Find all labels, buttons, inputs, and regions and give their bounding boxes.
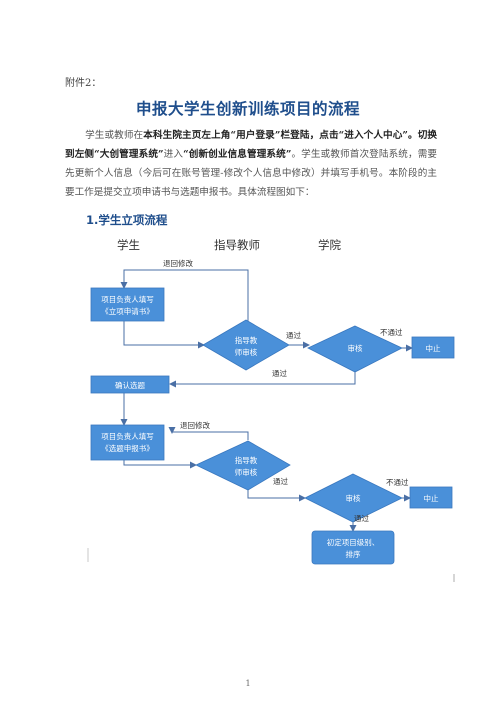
node-final-box bbox=[311, 530, 395, 565]
column-header-student: 学生 bbox=[117, 238, 140, 252]
edge-label-return-2: 退回修改 bbox=[180, 420, 210, 430]
section-heading: 1.学生立项流程 bbox=[86, 213, 168, 227]
edge-apply-review1 bbox=[123, 321, 205, 349]
node-final-label-2: 排序 bbox=[346, 549, 361, 559]
edge-label-pass-1: 通过 bbox=[286, 330, 301, 340]
node-audit2-label: 审核 bbox=[346, 493, 361, 503]
column-header-college: 学院 bbox=[318, 238, 341, 252]
edge-label-fail-1: 不通过 bbox=[380, 327, 403, 337]
edge-audit1-confirm bbox=[169, 372, 356, 388]
node-topic-label-1: 项目负责人填写 bbox=[101, 431, 154, 441]
node-apply-label-1: 项目负责人填写 bbox=[101, 294, 154, 304]
node-review2-diamond bbox=[195, 440, 291, 491]
node-topic-label-2: 《选题申报书》 bbox=[101, 443, 154, 453]
node-review1-diamond bbox=[202, 319, 290, 371]
edge-label-pass-1b: 通过 bbox=[272, 368, 287, 378]
node-stop2-box bbox=[409, 486, 453, 509]
node-apply-label-2: 《立项申请书》 bbox=[101, 306, 154, 316]
node-review1-label-2: 师审核 bbox=[235, 347, 258, 357]
node-final-label-1: 初定项目级别、 bbox=[327, 537, 380, 547]
node-confirm-label: 确认选题 bbox=[115, 380, 145, 390]
node-stop2-label: 中止 bbox=[424, 493, 439, 503]
edge-return-2 bbox=[168, 427, 249, 440]
edge-label-pass-2: 通过 bbox=[273, 476, 288, 486]
node-confirm-box bbox=[90, 375, 170, 394]
node-apply-box bbox=[90, 287, 165, 322]
node-audit1-diamond bbox=[307, 325, 403, 373]
intro-text-1: 学生或教师在 bbox=[85, 130, 144, 141]
node-review1-label-1: 指导教 bbox=[235, 335, 258, 345]
edge-review2-audit2 bbox=[247, 490, 306, 502]
node-audit1-label: 审核 bbox=[348, 343, 363, 353]
edge-label-fail-2: 不通过 bbox=[386, 477, 409, 487]
node-topic-box bbox=[90, 424, 165, 461]
edge-label-pass-2b: 通过 bbox=[354, 513, 369, 523]
edge-label-return-1: 退回修改 bbox=[163, 258, 193, 268]
page-title: 申报大学生创新训练项目的流程 bbox=[135, 99, 360, 118]
attachment-label: 附件2： bbox=[65, 78, 102, 89]
node-audit2-diamond bbox=[304, 473, 403, 523]
intro-bold-2: “创新创业信息管理系统” bbox=[183, 149, 292, 160]
node-review2-label-1: 指导教 bbox=[235, 455, 258, 465]
node-review2-label-2: 师审核 bbox=[235, 467, 258, 477]
edge-topic-review2 bbox=[123, 460, 197, 469]
node-stop1-label: 中止 bbox=[426, 343, 441, 353]
node-stop1-box bbox=[411, 336, 455, 359]
page-number: 1 bbox=[245, 679, 251, 688]
intro-text-2: 进入 bbox=[163, 149, 184, 160]
edge-return-1 bbox=[120, 269, 249, 327]
intro-bold-1: 本科生院主页左上角“用户登录”栏登陆，点击“进入个人中心”。切换到左侧“大创管理… bbox=[65, 130, 438, 160]
intro-text-3: 。学生或教师首次登陆系统，需要先更新个人信息（今后可在账号管理-修改个人信息中修… bbox=[65, 149, 438, 198]
column-header-advisor: 指导教师 bbox=[214, 238, 260, 252]
intro-paragraph: 学生或教师在本科生院主页左上角“用户登录”栏登陆，点击“进入个人中心”。切换到左… bbox=[65, 126, 437, 202]
